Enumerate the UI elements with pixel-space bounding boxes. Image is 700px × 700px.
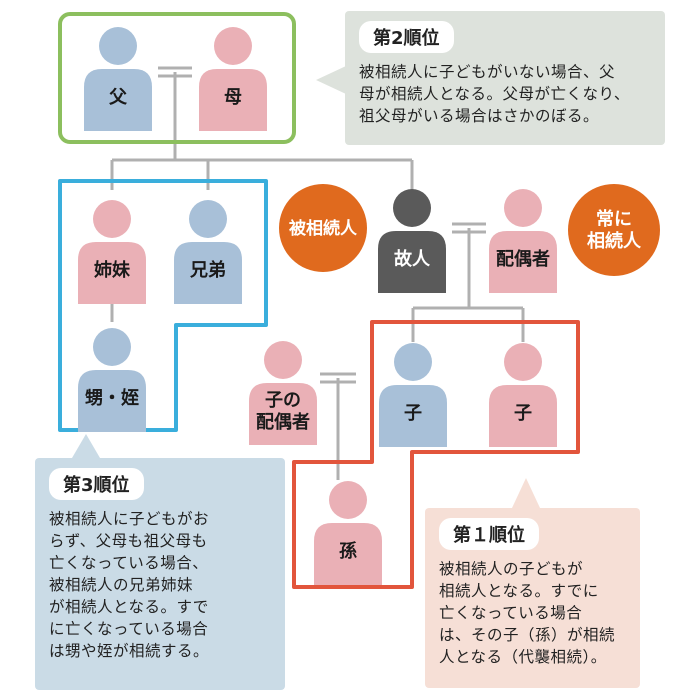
rank-frames bbox=[58, 12, 580, 589]
badge-label: 常に bbox=[596, 208, 632, 230]
person-body bbox=[78, 370, 146, 432]
rank2-text: 被相続人に子どもがいない場合、父 母が相続人となる。父母が亡くなり、 祖父母がい… bbox=[359, 63, 630, 125]
person-child-male: 子 bbox=[379, 343, 447, 447]
person-deceased: 故人 bbox=[378, 189, 446, 293]
person-label: 甥・姪 bbox=[85, 387, 139, 409]
rank3-text: 被相続人に子どもがお らず、父母も祖父母も 亡くなっている場合、 被相続人の兄弟… bbox=[49, 510, 210, 660]
person-body bbox=[78, 242, 146, 304]
rank2-callout: 第2順位 被相続人に子どもがいない場合、父 母が相続人となる。父母が亡くなり、 … bbox=[345, 11, 665, 145]
person-label: 父 bbox=[109, 87, 128, 108]
rank1-callout-tail bbox=[512, 478, 540, 508]
person-body bbox=[249, 383, 317, 445]
person-father: 父 bbox=[84, 27, 152, 131]
person-head bbox=[393, 189, 431, 227]
person-body bbox=[378, 231, 446, 293]
rank1-frame bbox=[292, 320, 580, 589]
person-label: 配偶者 bbox=[496, 248, 550, 270]
person-label: 故人 bbox=[394, 248, 431, 270]
person-head bbox=[93, 200, 131, 238]
person-head bbox=[99, 27, 137, 65]
person-child-female: 子 bbox=[489, 343, 557, 447]
rank3-title: 第3順位 bbox=[49, 468, 144, 500]
badge-decedent: 被相続人 bbox=[279, 184, 367, 272]
person-brother: 兄弟 bbox=[174, 200, 242, 304]
person-nephew-niece: 甥・姪 bbox=[78, 328, 146, 432]
person-head bbox=[394, 343, 432, 381]
badge-label: 被相続人 bbox=[289, 218, 358, 239]
rank3-callout: 第3順位 被相続人に子どもがお らず、父母も祖父母も 亡くなっている場合、 被相… bbox=[35, 458, 285, 690]
rank1-callout: 第１順位 被相続人の子どもが 相続人となる。すでに 亡くなっている場合 は、その… bbox=[425, 508, 640, 688]
rank3-callout-tail bbox=[72, 434, 100, 458]
person-body bbox=[84, 69, 152, 131]
person-body bbox=[314, 523, 382, 585]
person-label: 子 bbox=[404, 403, 422, 424]
person-label: 孫 bbox=[339, 540, 357, 562]
rank1-title: 第１順位 bbox=[439, 518, 539, 550]
person-label: 配偶者 bbox=[256, 411, 310, 433]
rank2-title: 第2順位 bbox=[359, 21, 454, 53]
person-sister: 姉妹 bbox=[78, 200, 146, 304]
person-head bbox=[214, 27, 252, 65]
rank1-text: 被相続人の子どもが 相続人となる。すでに 亡くなっている場合 は、その子（孫）が… bbox=[439, 560, 616, 666]
badge-label: 相続人 bbox=[587, 230, 642, 252]
person-body bbox=[489, 385, 557, 447]
person-grandchild: 孫 bbox=[314, 481, 382, 585]
person-head bbox=[504, 343, 542, 381]
person-spouse: 配偶者 bbox=[489, 189, 557, 293]
badge-circle bbox=[568, 184, 660, 276]
person-label: 子の bbox=[265, 390, 301, 411]
rank3-frame bbox=[58, 179, 268, 432]
person-label: 兄弟 bbox=[189, 259, 226, 281]
person-mother: 母 bbox=[199, 27, 267, 131]
person-body bbox=[174, 242, 242, 304]
person-body bbox=[489, 231, 557, 293]
person-head bbox=[504, 189, 542, 227]
person-body bbox=[379, 385, 447, 447]
person-label: 姉妹 bbox=[94, 259, 131, 281]
person-head bbox=[329, 481, 367, 519]
person-label: 母 bbox=[224, 87, 242, 108]
rank2-callout-tail bbox=[316, 66, 346, 94]
connection-lines bbox=[110, 66, 525, 480]
person-label: 子 bbox=[514, 403, 532, 424]
rank2-frame bbox=[58, 12, 296, 144]
person-head bbox=[264, 341, 302, 379]
badge-circle bbox=[279, 184, 367, 272]
person-head bbox=[189, 200, 227, 238]
person-head bbox=[93, 328, 131, 366]
person-body bbox=[199, 69, 267, 131]
